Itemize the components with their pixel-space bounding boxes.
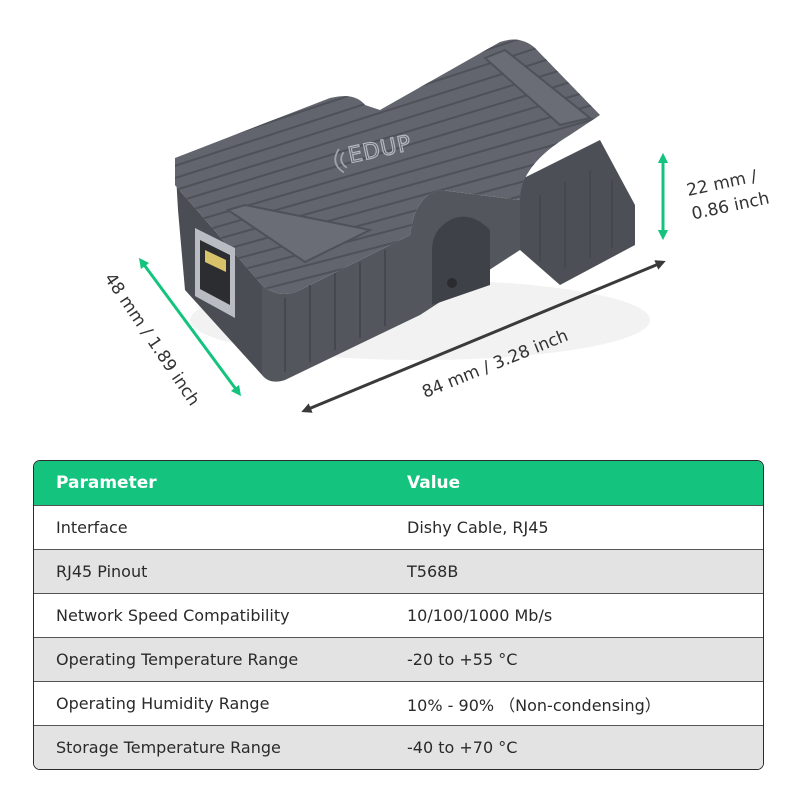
header-parameter: Parameter xyxy=(56,473,157,493)
row-value: T568B xyxy=(407,562,459,581)
device-side-right xyxy=(520,140,635,285)
table-row: Network Speed Compatibility 10/100/1000 … xyxy=(34,593,763,637)
table-header: Parameter Value xyxy=(34,461,763,505)
device-triangle-left xyxy=(225,203,374,264)
header-value: Value xyxy=(407,473,461,493)
row-parameter: RJ45 Pinout xyxy=(56,562,148,581)
device-triangle-right xyxy=(483,48,593,127)
table-row: Interface Dishy Cable, RJ45 xyxy=(34,505,763,549)
row-parameter: Storage Temperature Range xyxy=(56,738,281,757)
table-row: Storage Temperature Range -40 to +70 °C xyxy=(34,725,763,769)
row-parameter: Network Speed Compatibility xyxy=(56,606,290,625)
row-value: Dishy Cable, RJ45 xyxy=(407,518,549,537)
row-parameter: Interface xyxy=(56,518,128,537)
row-value: -40 to +70 °C xyxy=(407,738,518,757)
device-screw xyxy=(447,278,457,288)
height-label: 22 mm / 0.86 inch xyxy=(685,166,771,224)
row-parameter: Operating Humidity Range xyxy=(56,694,270,713)
length-arrow xyxy=(301,260,666,413)
row-value: 10/100/1000 Mb/s xyxy=(407,606,553,625)
row-parameter: Operating Temperature Range xyxy=(56,650,299,669)
table-row: RJ45 Pinout T568B xyxy=(34,549,763,593)
product-figure: EDUP 22 mm / 0.86 inch 48 mm / 1.89 inch… xyxy=(100,39,771,413)
spec-table: Parameter Value Interface Dishy Cable, R… xyxy=(33,460,764,770)
table-row: Operating Temperature Range -20 to +55 °… xyxy=(34,637,763,681)
row-value: 10% - 90% （Non-condensing） xyxy=(407,695,661,715)
row-value: -20 to +55 °C xyxy=(407,650,518,669)
table-row: Operating Humidity Range 10% - 90% （Non-… xyxy=(34,681,763,725)
width-arrow xyxy=(138,257,242,397)
